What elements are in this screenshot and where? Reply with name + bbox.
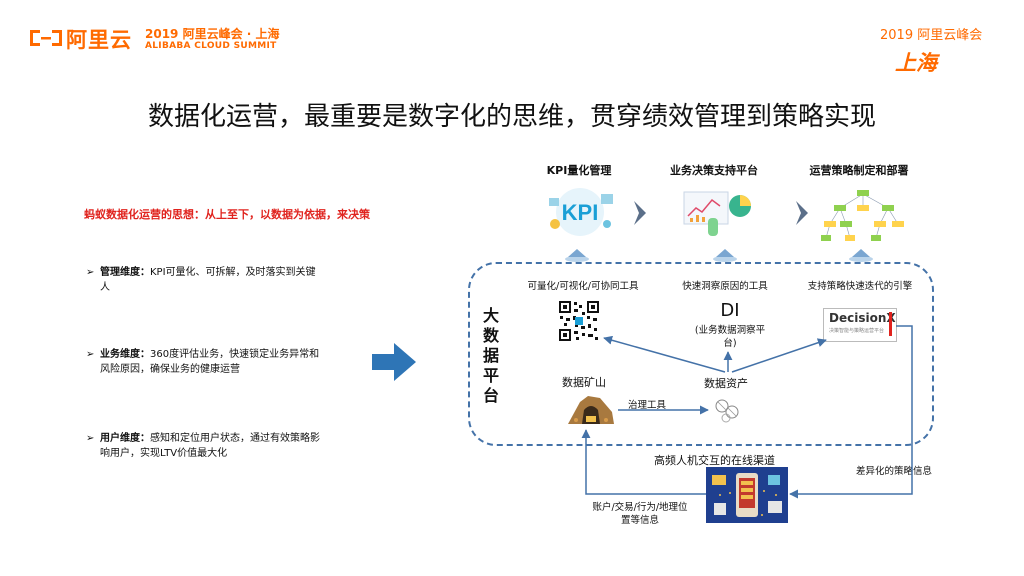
summit-title-cn: 2019 阿里云峰会 · 上海 — [145, 27, 280, 41]
bullet-user: ➢ 用户维度：感知和定位用户状态，通过有效策略影响用户，实现LTV价值最大化 — [86, 431, 324, 461]
city-script-logo: 上海 — [895, 50, 937, 75]
right-brand-title: 2019 阿里云峰会 — [880, 28, 983, 43]
di-description: (业务数据洞察平台) — [694, 325, 766, 349]
chevron-right-icon — [634, 201, 646, 225]
page-title: 数据化运营，最重要是数字化的思维，贯穿绩效管理到策略实现 — [147, 102, 876, 132]
kpi-tool-caption: 可量化/可视化/可协同工具 — [527, 281, 639, 292]
di-title: DI — [720, 300, 740, 321]
big-data-platform-label: 大 数 据 平 台 — [480, 306, 502, 406]
strategy-engine-caption: 支持策略快速迭代的引擎 — [807, 281, 913, 292]
bullet-marker-icon: ➢ — [86, 349, 95, 360]
bullet-business: ➢ 业务维度：360度评估业务，快速锁定业务异常和风险原因，确保业务的健康运营 — [86, 347, 324, 377]
logo-text: 阿里云 — [66, 28, 132, 52]
data-assets-label: 数据资产 — [704, 377, 748, 390]
bullet-text: 感知和定位用户状态，通过有效策略影响用户，实现LTV价值最大化 — [100, 433, 320, 459]
governance-tool-label: 治理工具 — [628, 400, 667, 411]
label-char: 大 — [482, 306, 499, 325]
bullet-label: 用户维度： — [100, 433, 150, 444]
module-decision-title: 业务决策支持平台 — [670, 164, 758, 177]
data-mine-icon — [568, 396, 614, 424]
differentiated-strategy-label: 差异化的策略信息 — [856, 466, 933, 477]
summit-title-en: ALIBABA CLOUD SUMMIT — [145, 41, 277, 51]
module-kpi-title: KPI量化管理 — [546, 164, 612, 177]
bullet-marker-icon: ➢ — [86, 433, 95, 444]
right-arrow-icon — [372, 343, 416, 381]
data-assets-icon — [715, 399, 739, 423]
kpi-illustration-icon: KPI — [549, 188, 613, 236]
decisionx-subtitle: 决策智能与策略运营平台 — [829, 328, 885, 334]
up-arrow-icon — [713, 249, 737, 262]
bullet-label: 管理维度： — [100, 267, 150, 278]
decisionx-name: DecisionX — [829, 311, 896, 325]
online-channel-illustration-icon — [706, 467, 788, 523]
dashboard-illustration-icon — [683, 191, 751, 236]
bullet-label: 业务维度： — [100, 349, 150, 360]
insight-tool-caption: 快速洞察原因的工具 — [682, 281, 768, 292]
data-mine-label: 数据矿山 — [562, 376, 606, 389]
label-char: 平 — [482, 366, 499, 385]
up-arrow-icon — [849, 249, 873, 262]
left-heading: 蚂蚁数据化运营的思想：从上至下，以数据为依据，来决策 — [84, 208, 370, 221]
bullet-text: 360度评估业务，快速锁定业务异常和风险原因，确保业务的健康运营 — [100, 349, 320, 375]
label-char: 据 — [482, 346, 499, 365]
bullet-text: KPI可量化、可拆解，及时落实到关键人 — [100, 267, 316, 293]
module-strategy-title: 运营策略制定和部署 — [809, 164, 909, 177]
strategy-tree-icon — [821, 190, 904, 241]
bullet-management: ➢ 管理维度：KPI可量化、可拆解，及时落实到关键人 — [86, 265, 324, 295]
label-char: 台 — [482, 386, 499, 405]
qr-code-icon — [558, 300, 600, 342]
kpi-icon-text: KPI — [562, 200, 599, 225]
account-info-label: 账户/交易/行为/地理位置等信息 — [592, 502, 688, 526]
decisionx-accent-bar — [889, 312, 892, 336]
up-arrow-icon — [565, 249, 589, 262]
chevron-right-icon — [796, 201, 808, 225]
online-channel-label: 高频人机交互的在线渠道 — [654, 454, 775, 467]
label-char: 数 — [482, 326, 499, 345]
bullet-marker-icon: ➢ — [86, 267, 95, 278]
alibaba-cloud-logo-icon — [30, 30, 62, 46]
